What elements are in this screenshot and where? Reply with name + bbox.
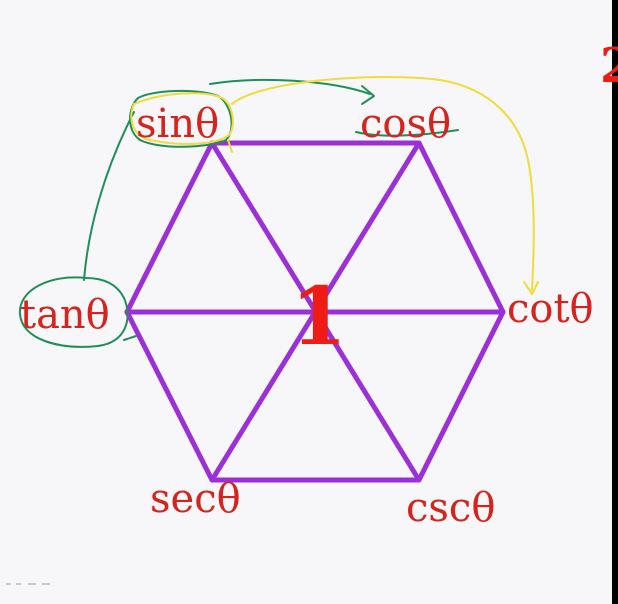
green-circle-tan [18,276,129,348]
label-tan: tanθ [20,292,110,338]
label-sec: secθ [150,476,241,522]
yellow-circle-sin [130,92,234,145]
yellow-tick-sin [227,139,233,153]
yellow-arc-sin-to-cot [231,76,535,291]
label-cos: cosθ [360,101,451,147]
green-arc-sin-to-cos [209,78,371,95]
label-csc: cscθ [406,485,495,531]
yellow-arrowhead-cot [523,281,539,295]
green-arrowhead-cos [361,85,375,105]
label-cot: cotθ [507,286,594,332]
label-sin: sinθ [136,101,219,147]
center-label-one: 1 [291,269,347,363]
green-tail-tan [123,335,137,341]
green-underline-cos [355,129,459,137]
green-line-sin-to-tan [83,111,135,281]
corner-number-mark: 2 [600,38,618,94]
page-indicator [6,583,50,585]
green-circle-sin [129,89,233,148]
